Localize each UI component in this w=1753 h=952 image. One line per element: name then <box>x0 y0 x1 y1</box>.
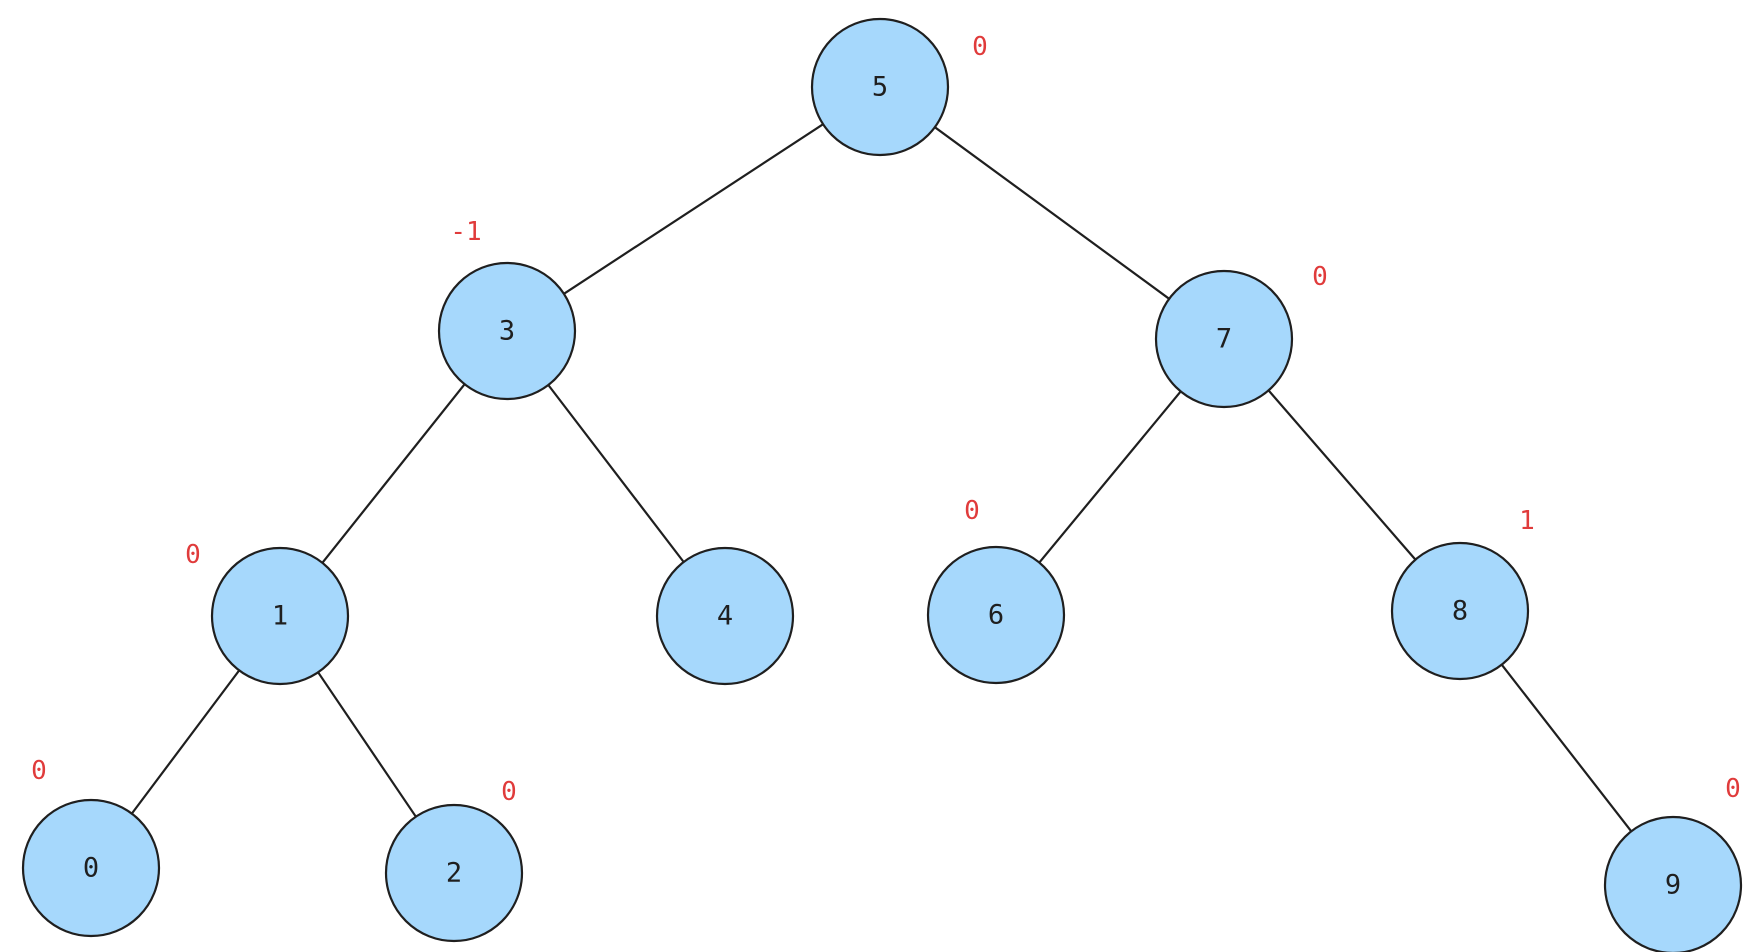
balance-factor-9: 0 <box>1725 774 1741 804</box>
edge-n7-n8 <box>1267 389 1417 561</box>
node-label: 8 <box>1452 596 1468 627</box>
node-label: 0 <box>83 853 99 884</box>
node-label: 9 <box>1665 870 1681 901</box>
tree-node-7: 7 <box>1154 269 1294 409</box>
edge-n8-n9 <box>1500 663 1633 833</box>
tree-edges <box>130 123 1633 833</box>
node-circle <box>210 546 350 686</box>
edge-n7-n6 <box>1038 390 1182 564</box>
node-circle <box>384 803 524 943</box>
node-label: 3 <box>499 316 515 347</box>
tree-nodes: 5 3 7 1 4 6 8 0 2 9 <box>21 17 1743 952</box>
tree-node-8: 8 <box>1390 541 1530 681</box>
balance-factor-6: 0 <box>964 496 980 526</box>
balance-factor-0: 0 <box>31 756 47 786</box>
tree-node-1: 1 <box>210 546 350 686</box>
balance-factor-5: 0 <box>972 32 988 62</box>
edge-n5-n7 <box>933 126 1171 300</box>
balance-factor-3: -1 <box>450 217 481 247</box>
node-circle <box>926 545 1066 685</box>
edge-n1-n0 <box>130 669 241 815</box>
node-label: 7 <box>1216 324 1232 355</box>
balance-factor-2: 0 <box>501 777 517 807</box>
balance-factor-1: 0 <box>185 540 201 570</box>
tree-node-2: 2 <box>384 803 524 943</box>
edge-n3-n1 <box>321 383 466 564</box>
node-circle <box>1390 541 1530 681</box>
balance-factor-8: 1 <box>1519 506 1535 536</box>
node-label: 1 <box>272 601 288 632</box>
node-label: 6 <box>988 600 1004 631</box>
node-circle <box>1154 269 1294 409</box>
node-circle <box>655 546 795 686</box>
tree-node-3: 3 <box>437 261 577 401</box>
node-circle <box>810 17 950 157</box>
node-circle <box>1603 815 1743 952</box>
node-label: 5 <box>872 72 888 103</box>
tree-node-9: 9 <box>1603 815 1743 952</box>
balance-labels: 0 -1 0 0 0 1 0 0 0 <box>31 32 1741 807</box>
node-circle <box>21 798 161 938</box>
tree-node-6: 6 <box>926 545 1066 685</box>
balance-factor-7: 0 <box>1312 262 1328 292</box>
edge-n5-n3 <box>562 123 825 295</box>
edge-n3-n4 <box>547 383 685 564</box>
tree-node-0: 0 <box>21 798 161 938</box>
tree-node-5: 5 <box>810 17 950 157</box>
tree-node-4: 4 <box>655 546 795 686</box>
node-circle <box>437 261 577 401</box>
node-label: 2 <box>446 858 462 889</box>
edge-n1-n2 <box>317 671 417 818</box>
node-label: 4 <box>717 601 733 632</box>
